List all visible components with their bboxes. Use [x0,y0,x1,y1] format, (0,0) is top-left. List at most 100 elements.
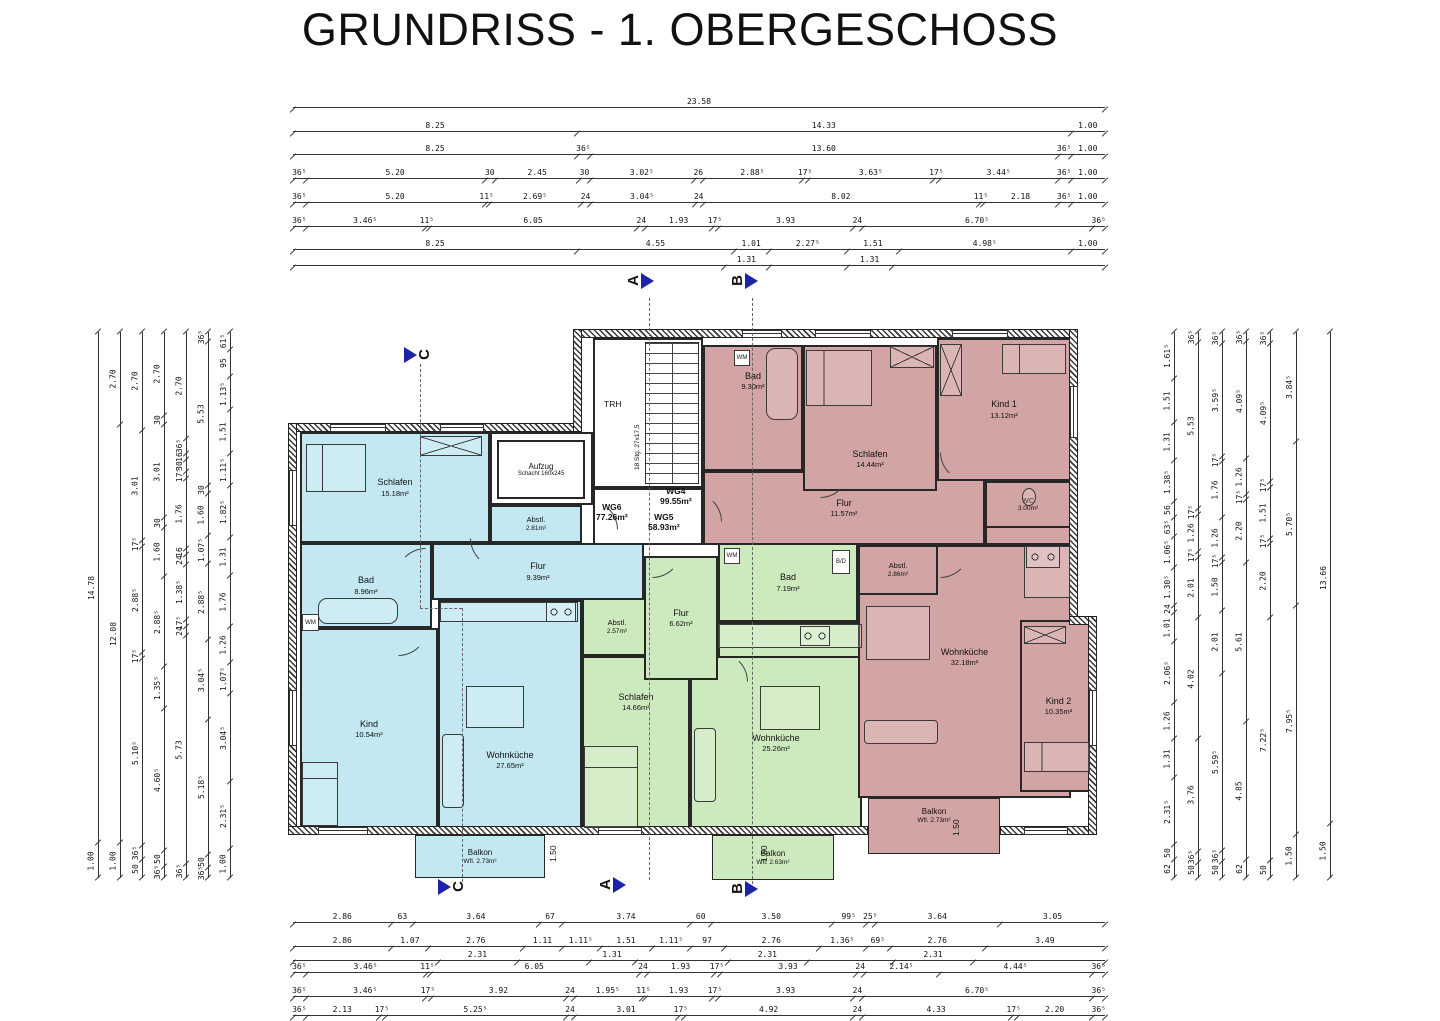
dim-segment: 1.51 [218,410,230,454]
dim-value: 1.00 [87,851,97,871]
dim-segment: 4.85 [1234,722,1246,860]
dim-segment: 17⁵ [798,166,812,178]
dim-value: 24 [852,1005,863,1014]
balcony-depth-wg5: 1.50 [759,845,769,862]
dim-value: 36⁵ [1057,168,1072,177]
window [289,470,297,526]
dim-segment [293,948,438,960]
dim-value: 1.36⁵ [830,936,855,945]
dim-segment: 1.31 [1162,739,1174,777]
stove-icon [800,626,830,646]
dim-value: 1.01 [1163,618,1173,638]
dim-value: 3.76 [1187,785,1197,806]
dim-segment: 50 [1258,861,1270,878]
dim-segment: 36⁵ [174,864,186,878]
dim-segment [517,948,589,960]
dim-segment: 3.02⁵ [590,166,694,178]
dim-segment: 6.05 [430,960,639,972]
table-icon [760,686,820,730]
room-wg4-abstellraum: Abstl. 2.86m² [858,545,938,595]
dim-segment: 5.53 [196,342,208,487]
dryer-icon: B/D [832,550,850,574]
dim-value: 62 [1162,864,1172,874]
dim-segment: 4.44⁵ [939,960,1093,972]
dim-value: 2.31⁵ [1163,799,1172,824]
dim-segment: 1.00 [1071,237,1105,249]
dim-segment: 2.70 [130,332,142,431]
dim-segment: 2.45 [495,166,579,178]
dim-value: 17⁵ [929,168,944,177]
section-line-a [649,298,650,880]
dim-segment: 2.01 [1210,611,1222,674]
dim-value: 24 [174,626,184,637]
dim-segment: 36⁵ [1258,331,1270,345]
dim-segment: 3.93 [718,214,853,226]
dim-value: 63 [397,912,408,921]
dim-value: 3.59⁵ [1211,388,1220,413]
dim-segment: 2.86 [293,910,391,922]
dim-segment: 1.31 [589,948,634,960]
dim-value: 24 [693,192,704,201]
dim-segment: 1.60 [152,528,164,578]
dim-value: 2.01 [1211,632,1221,653]
dim-value: 1.00 [1078,144,1098,153]
bathtub-icon [318,598,398,624]
dim-value: 2.27⁵ [795,239,820,248]
dim-value: 95 [218,358,228,369]
dim-value: 3.04⁵ [219,726,228,751]
dim-segment: 2.76 [428,934,523,946]
dim-value: 63⁵ [1163,520,1173,535]
dim-segment: 1.00 [1071,166,1105,178]
dim-segment: 24 [693,190,704,202]
dim-segment: 3.04⁵ [218,694,230,782]
dim-value: 3.01 [616,1005,636,1014]
dim-value: 1.38⁵ [175,580,184,605]
dim-segment: 1.51 [600,934,652,946]
dim-value: 24 [852,216,863,225]
dim-value: 3.93 [778,962,798,971]
dim-value: 1.61⁵ [1163,343,1172,368]
dim-value: 36⁵ [1091,216,1106,225]
dim-segment: 24 [855,960,865,972]
dim-segment: 30 [579,166,590,178]
dim-segment: 3.01 [152,425,164,518]
dim-value: 3.64 [466,912,486,921]
dim-value: 5.18⁵ [197,775,206,800]
room-wg5-abstellraum: Abstl. 2.57m² [582,598,652,656]
dim-segment: 1.51 [1258,488,1270,539]
dim-value: 5.20 [385,168,405,177]
dim-segment: 11⁵ [974,190,988,202]
dim-value: 1.76 [175,504,185,524]
dim-segment: 3.59⁵ [1210,344,1222,457]
dim-value: 24 [638,962,648,971]
dim-value: 61⁵ [219,333,229,349]
dim-segment: 1.26 [1210,518,1222,558]
dim-segment: 25⁵ [863,910,877,922]
dim-value: 50 [152,854,162,864]
room-wg6-abstellraum: Abstl. 2.81m² [490,505,582,543]
dim-value: 13.60 [811,144,836,153]
stairs [645,342,699,484]
dim-value: 4.85 [1235,781,1245,801]
dim-segment: 3.84⁵ [1284,332,1296,442]
dim-segment: 36⁵ [292,166,306,178]
dim-segment: 2.01 [1186,558,1198,618]
dim-segment: 11⁵ [420,214,434,226]
dim-segment: 3.93 [718,984,853,996]
dim-segment: 13.60 [590,142,1058,154]
dim-segment: 1.31 [1162,423,1174,461]
dim-value: 24 [565,1005,575,1014]
dim-value: 1.60 [197,505,207,525]
dim-value: 67 [545,912,555,921]
dim-value: 3.64 [927,912,947,921]
stairs-label: TRH [604,399,622,409]
toilet-icon [1022,488,1036,506]
dim-segment: 2.31 [893,948,973,960]
washing-machine-icon: WM [724,548,740,564]
